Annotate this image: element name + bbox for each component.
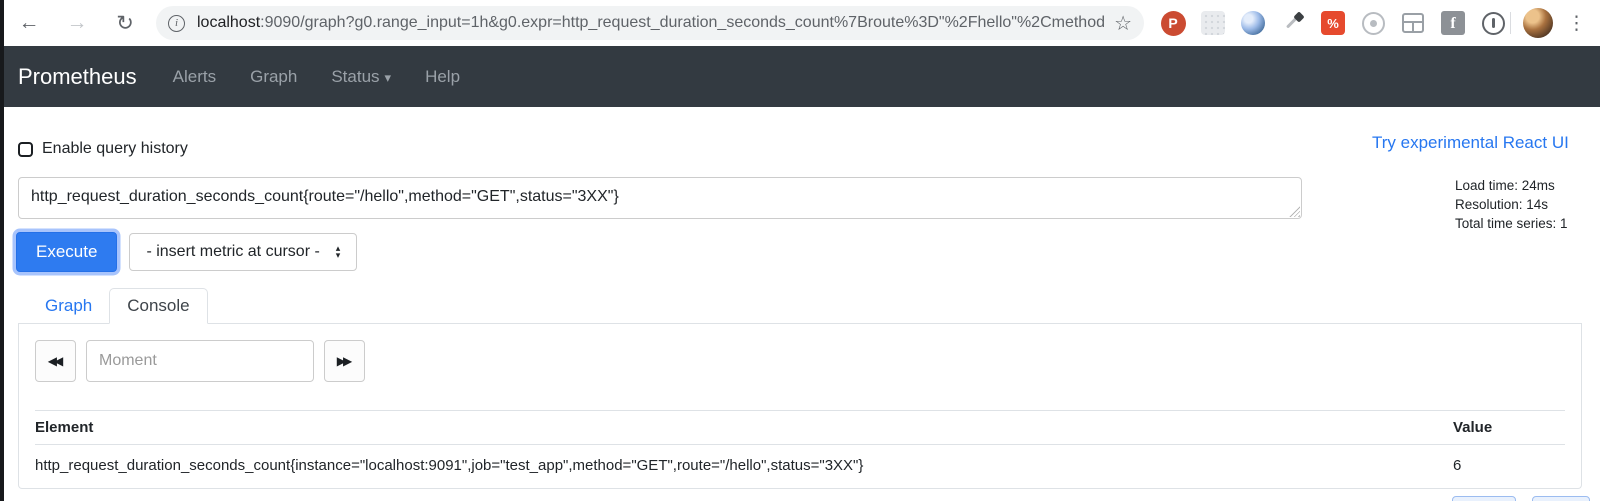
caret-up: ▴ <box>335 243 341 253</box>
brand-prometheus[interactable]: Prometheus <box>18 63 137 89</box>
query-stats: Load time: 24ms Resolution: 14s Total ti… <box>1455 176 1568 233</box>
extension-onepassword-icon[interactable] <box>1480 10 1506 36</box>
execute-button[interactable]: Execute <box>16 232 118 272</box>
navbar-links: Alerts Graph Status▾ Help <box>173 67 460 87</box>
series-element: http_request_duration_seconds_count{inst… <box>35 457 864 474</box>
back-icon[interactable]: ← <box>18 11 40 34</box>
target-badge <box>1361 11 1385 35</box>
extension-grid-icon[interactable] <box>1200 10 1226 36</box>
extensions-row: P % f <box>1160 10 1506 36</box>
insert-metric-select[interactable]: - insert metric at cursor - ▴ ▾ <box>129 233 358 271</box>
prometheus-navbar: Prometheus Alerts Graph Status▾ Help <box>0 46 1600 107</box>
moment-input[interactable] <box>86 340 314 382</box>
forward-icon[interactable]: → <box>66 11 88 34</box>
extension-swirl-icon[interactable] <box>1240 10 1266 36</box>
bookmark-star-icon[interactable]: ☆ <box>1114 12 1132 35</box>
url-path: :9090/graph?g0.range_input=1h&g0.expr=ht… <box>260 14 1107 31</box>
extension-facebook-icon[interactable]: f <box>1440 10 1466 36</box>
enable-history-label: Enable query history <box>42 140 188 157</box>
moment-forward-button[interactable]: ▶▶ <box>324 340 365 382</box>
grid-badge <box>1201 11 1225 35</box>
main-content: Enable query history Try experimental Re… <box>0 107 1600 501</box>
tab-bar: Graph Console <box>18 288 1582 324</box>
za-badge: % <box>1321 11 1345 35</box>
header-value: Value <box>1453 410 1565 445</box>
chevron-down-icon: ▾ <box>384 69 392 85</box>
console-table: Element Value http_request_duration_seco… <box>35 410 1565 484</box>
screen-edge <box>0 0 4 501</box>
header-element: Element <box>35 410 1453 445</box>
resize-handle[interactable] <box>1289 206 1300 217</box>
table-header-row: Element Value <box>35 410 1565 445</box>
partial-button-left[interactable] <box>1452 496 1516 501</box>
browser-menu-icon[interactable]: ⋮ <box>1567 12 1586 34</box>
total-time-series: Total time series: 1 <box>1455 216 1568 231</box>
expression-input[interactable]: http_request_duration_seconds_count{rout… <box>18 177 1302 219</box>
react-ui-link[interactable]: Try experimental React UI <box>1372 133 1569 152</box>
enable-history-checkbox[interactable] <box>18 141 33 157</box>
nav-item-alerts[interactable]: Alerts <box>172 66 217 86</box>
tab-graph[interactable]: Graph <box>45 296 93 315</box>
p-badge: P <box>1160 10 1186 36</box>
tab-console[interactable]: Console <box>109 288 208 324</box>
extension-eyedropper-icon[interactable] <box>1280 10 1306 36</box>
extension-target-icon[interactable] <box>1360 10 1386 36</box>
window-badge <box>1402 13 1424 33</box>
nav-item-graph[interactable]: Graph <box>250 66 298 86</box>
console-panel: ◀◀ ▶▶ Element Value http_request_duratio… <box>18 324 1582 489</box>
caret-down: ▾ <box>335 250 341 260</box>
nav-status-label: Status <box>331 66 380 86</box>
reload-icon[interactable]: ↻ <box>116 11 134 35</box>
one-badge <box>1481 11 1505 35</box>
series-value: 6 <box>1453 457 1462 474</box>
swirl-badge <box>1241 11 1265 35</box>
nav-item-help[interactable]: Help <box>425 66 461 86</box>
facebook-badge: f <box>1441 11 1465 35</box>
expression-text: http_request_duration_seconds_count{rout… <box>31 188 619 205</box>
extension-za-icon[interactable]: % <box>1320 10 1346 36</box>
extension-window-icon[interactable] <box>1400 10 1426 36</box>
nav-item-status[interactable]: Status▾ <box>331 67 391 87</box>
eyedropper-badge <box>1281 11 1305 35</box>
execute-row: Execute - insert metric at cursor - ▴ ▾ <box>16 232 358 272</box>
table-row: http_request_duration_seconds_count{inst… <box>35 445 1565 485</box>
extension-p-icon[interactable]: P <box>1160 10 1186 36</box>
load-time: Load time: 24ms <box>1455 178 1555 193</box>
metric-select-value: - insert metric at cursor - <box>146 243 320 260</box>
url-host: localhost <box>197 14 261 31</box>
profile-avatar[interactable] <box>1523 8 1553 38</box>
toolbar-divider <box>1510 12 1511 34</box>
browser-toolbar: ← → ↻ i localhost:9090/graph?g0.range_in… <box>0 0 1600 46</box>
resolution: Resolution: 14s <box>1455 197 1549 212</box>
select-caret-icon: ▴ ▾ <box>335 243 341 260</box>
moment-back-button[interactable]: ◀◀ <box>35 340 76 382</box>
moment-controls: ◀◀ ▶▶ <box>35 340 1565 382</box>
address-bar[interactable]: i localhost:9090/graph?g0.range_input=1h… <box>156 6 1144 40</box>
partial-button-right[interactable] <box>1532 496 1590 501</box>
page-info-icon[interactable]: i <box>168 14 185 32</box>
url-text[interactable]: localhost:9090/graph?g0.range_input=1h&g… <box>197 14 1106 32</box>
query-history-row: Enable query history <box>18 140 188 158</box>
